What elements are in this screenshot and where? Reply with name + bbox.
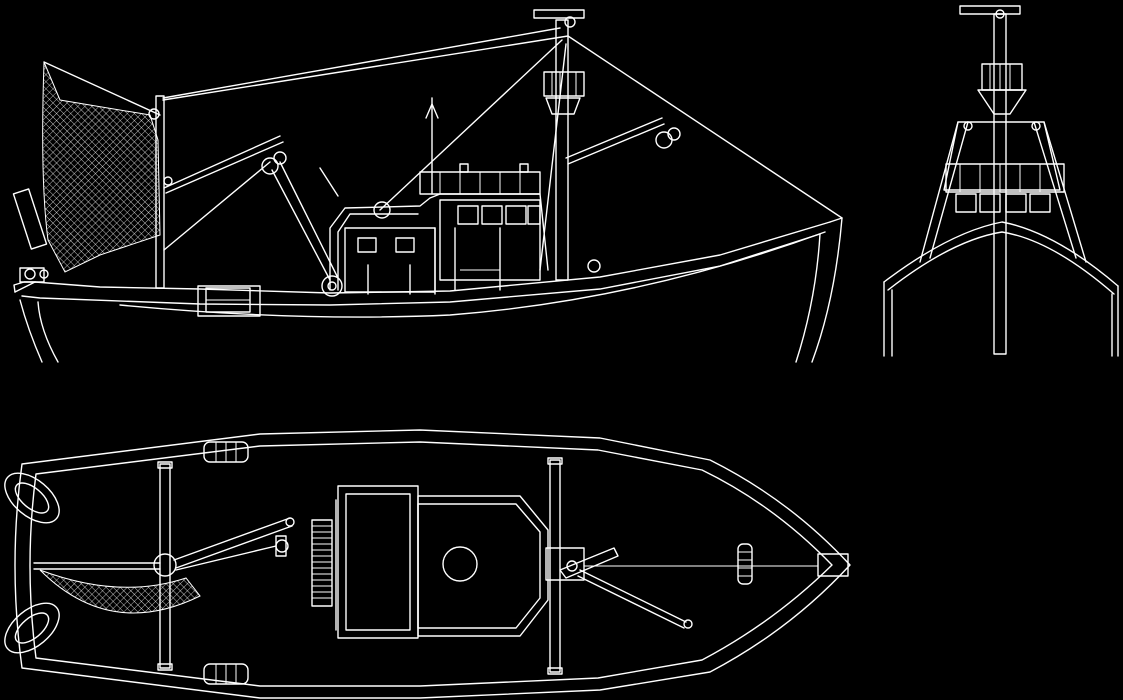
wheelhouse (319, 97, 549, 295)
trawl-net (12, 61, 161, 283)
side-hull (13, 217, 843, 363)
side-elevation-view (12, 9, 843, 363)
fenders (4, 441, 249, 685)
front-elevation-view (883, 5, 1119, 357)
plan-view (4, 429, 851, 699)
plan-deckhouse (311, 485, 585, 639)
aft-mast (148, 27, 569, 289)
main-mast (379, 9, 843, 281)
aft-crossbeam (33, 461, 295, 671)
winch-boom (261, 151, 343, 297)
forward-crossbeam (547, 457, 849, 675)
deck-hatch-box (197, 285, 261, 317)
